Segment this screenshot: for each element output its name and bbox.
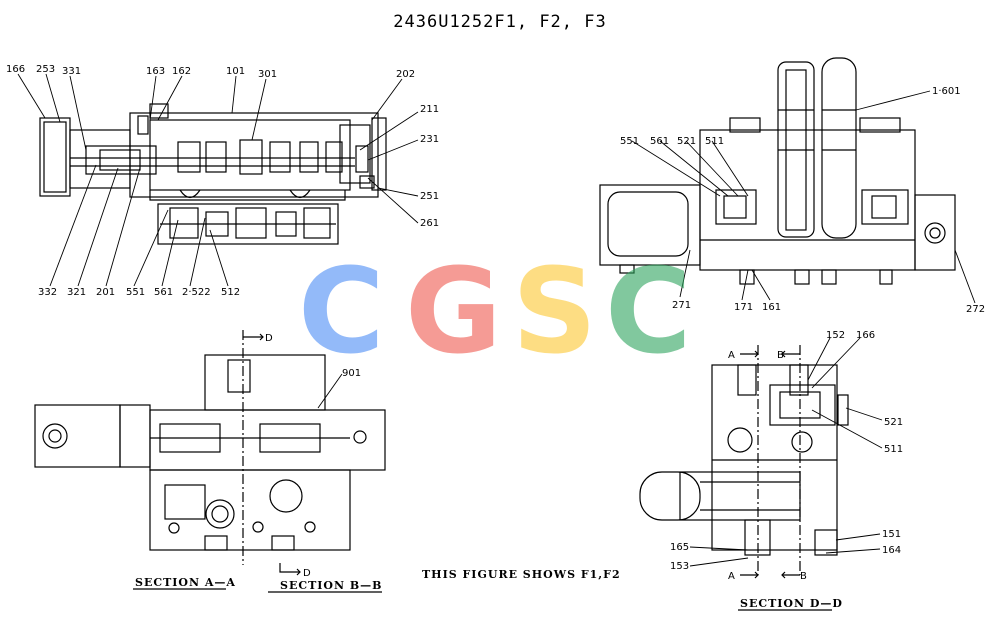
section-marker-a-top: A [728, 350, 735, 361]
part-label: 231 [420, 134, 439, 145]
part-label: 101 [226, 66, 245, 77]
part-label: 561 [650, 136, 669, 147]
d-arrow-bottom [279, 563, 300, 573]
section-bb-caption: SECTION B—B [280, 579, 382, 592]
part-label: 321 [67, 287, 86, 298]
leader-lines [17, 73, 976, 567]
part-label: 271 [672, 300, 691, 311]
section-dd-caption: SECTION D—D [740, 597, 843, 610]
part-label: 171 [734, 302, 753, 313]
part-label: 551 [620, 136, 639, 147]
watermark-letter-c2: C [605, 242, 692, 380]
part-label: 521 [884, 417, 903, 428]
part-label: 1·601 [932, 86, 961, 97]
drawing-title: 2436U1252F1, F2, F3 [393, 12, 607, 32]
end-view [599, 57, 956, 285]
part-label: 151 [882, 529, 901, 540]
part-label: 301 [258, 69, 277, 80]
part-label: 511 [884, 444, 903, 455]
watermark-logo: C G S C [298, 242, 692, 380]
part-label: 261 [420, 218, 439, 229]
longitudinal-section-view [39, 103, 387, 245]
part-label: 166 [856, 330, 875, 341]
part-label: 521 [677, 136, 696, 147]
part-label: 251 [420, 191, 439, 202]
section-marker-d-bottom: D [303, 568, 311, 579]
part-label: 901 [342, 368, 361, 379]
part-label: 164 [882, 545, 901, 556]
section-aa-caption: SECTION A—A [135, 576, 236, 589]
part-label: 331 [62, 66, 81, 77]
section-marker-b-top: B [777, 350, 784, 361]
part-label: 152 [826, 330, 845, 341]
part-label: 551 [126, 287, 145, 298]
part-label: 332 [38, 287, 57, 298]
part-label: 512 [221, 287, 240, 298]
section-dd-view [639, 364, 849, 556]
part-label: 162 [172, 66, 191, 77]
part-label: 511 [705, 136, 724, 147]
part-label: 272 [966, 304, 985, 315]
section-marker-b-bottom: B [800, 571, 807, 582]
section-marker-d-top: D [265, 333, 273, 344]
part-label: 161 [762, 302, 781, 313]
part-label: 202 [396, 69, 415, 80]
watermark-letter-s: S [512, 242, 597, 380]
part-label: 201 [96, 287, 115, 298]
section-aa-bb-view [34, 354, 386, 551]
part-label: 165 [670, 542, 689, 553]
section-marker-a-bottom: A [728, 571, 735, 582]
part-label: 166 [6, 64, 25, 75]
watermark-letter-c1: C [298, 242, 385, 380]
part-label: 561 [154, 287, 173, 298]
watermark-letter-g: G [405, 242, 502, 380]
part-label: 163 [146, 66, 165, 77]
part-label: 253 [36, 64, 55, 75]
part-label: 211 [420, 104, 439, 115]
figure-note: THIS FIGURE SHOWS F1,F2 [422, 568, 621, 581]
part-label: 2·522 [182, 287, 211, 298]
part-label: 153 [670, 561, 689, 572]
